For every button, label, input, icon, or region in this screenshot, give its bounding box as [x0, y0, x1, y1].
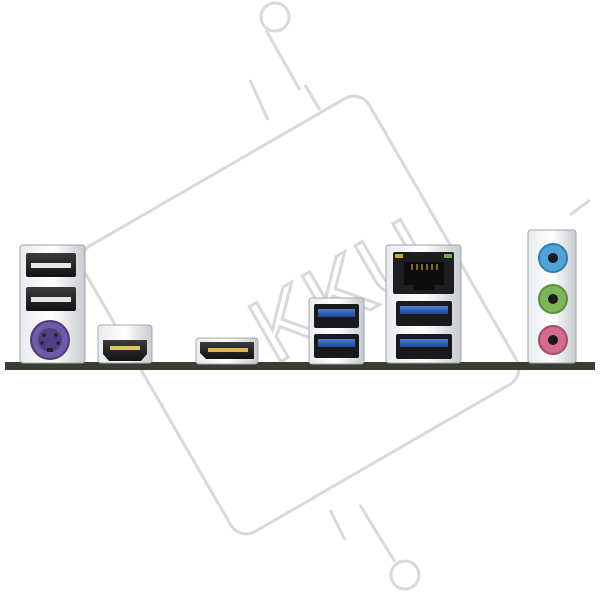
usb3-stack-left [308, 297, 365, 365]
ps2-port-icon [30, 320, 70, 360]
usb2-port-icon [26, 253, 76, 277]
audio-jack-icon [538, 325, 568, 355]
usb3-port-icon [314, 334, 359, 358]
audio-jack-icon [538, 284, 568, 314]
ethernet-port-icon [393, 252, 454, 294]
lan-usb3-stack [385, 244, 462, 364]
motherboard-edge [5, 362, 595, 370]
usb2-port-icon [26, 287, 76, 311]
usb3-port-icon [314, 304, 359, 328]
watermark [79, 1, 591, 591]
usb2-ps2-stack [19, 244, 86, 364]
displayport-icon [195, 337, 259, 365]
usb3-port-icon [396, 334, 452, 359]
usb3-port-icon [396, 301, 452, 326]
audio-jack-icon [538, 243, 568, 273]
audio-jack-stack [527, 229, 577, 364]
hdmi-port-icon [97, 324, 153, 364]
